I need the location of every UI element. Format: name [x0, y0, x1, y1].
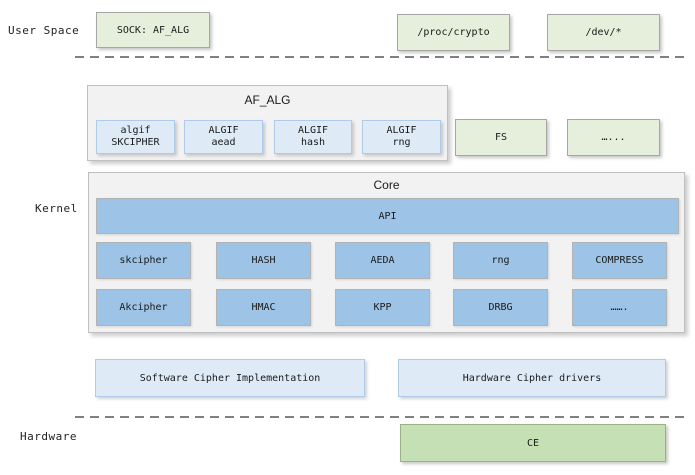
- algif-aead-line2: aead: [211, 137, 236, 148]
- akcipher-box: Akcipher: [96, 289, 191, 326]
- algif-skcipher-box: algif SKCIPHER: [96, 120, 175, 154]
- algif-rng-box: ALGIF rng: [362, 120, 441, 154]
- more-algs-box: …….: [572, 289, 667, 326]
- software-cipher-implementation-box: Software Cipher Implementation: [95, 359, 365, 397]
- kernel-layer-label: Kernel: [35, 202, 78, 215]
- core-container: Core API skcipher HASH AEDA rng COMPRESS…: [88, 172, 685, 333]
- algif-hash-line2: hash: [300, 137, 326, 148]
- hash-box: HASH: [216, 242, 311, 279]
- algif-aead-box: ALGIF aead: [184, 120, 263, 154]
- algif-hash-box: ALGIF hash: [274, 120, 352, 154]
- proc-crypto-box: /proc/crypto: [397, 14, 510, 51]
- algif-aead-line1: ALGIF: [208, 124, 239, 136]
- kpp-box: KPP: [335, 289, 430, 326]
- aeda-box: AEDA: [335, 242, 430, 279]
- sock-af-alg-box: SOCK: AF_ALG: [96, 12, 210, 48]
- algif-hash-line1: ALGIF: [297, 124, 329, 136]
- hardware-cipher-drivers-box: Hardware Cipher drivers: [398, 359, 666, 397]
- compress-box: COMPRESS: [572, 242, 667, 279]
- core-title: Core: [373, 178, 400, 192]
- user-space-layer-label: User Space: [8, 24, 80, 37]
- ce-box: CE: [400, 424, 666, 462]
- hmac-box: HMAC: [216, 289, 311, 326]
- algif-skcipher-line1: algif: [120, 124, 151, 136]
- user-space-kernel-divider: [75, 56, 690, 58]
- api-bar: API: [96, 198, 679, 234]
- rng-box: rng: [453, 242, 548, 279]
- more-subsystems-box: …...: [567, 119, 660, 156]
- drbg-box: DRBG: [453, 289, 548, 326]
- kernel-hardware-divider: [75, 416, 690, 418]
- algif-rng-line2: rng: [392, 137, 411, 148]
- af-alg-container: AF_ALG algif SKCIPHER ALGIF aead ALGIF h…: [87, 85, 448, 161]
- algif-rng-line1: ALGIF: [386, 124, 417, 136]
- fs-box: FS: [455, 119, 547, 156]
- algif-skcipher-line2: SKCIPHER: [111, 137, 160, 148]
- af-alg-title: AF_ALG: [244, 93, 291, 107]
- hardware-layer-label: Hardware: [20, 430, 77, 443]
- dev-box: /dev/*: [547, 14, 660, 51]
- skcipher-box: skcipher: [96, 242, 191, 279]
